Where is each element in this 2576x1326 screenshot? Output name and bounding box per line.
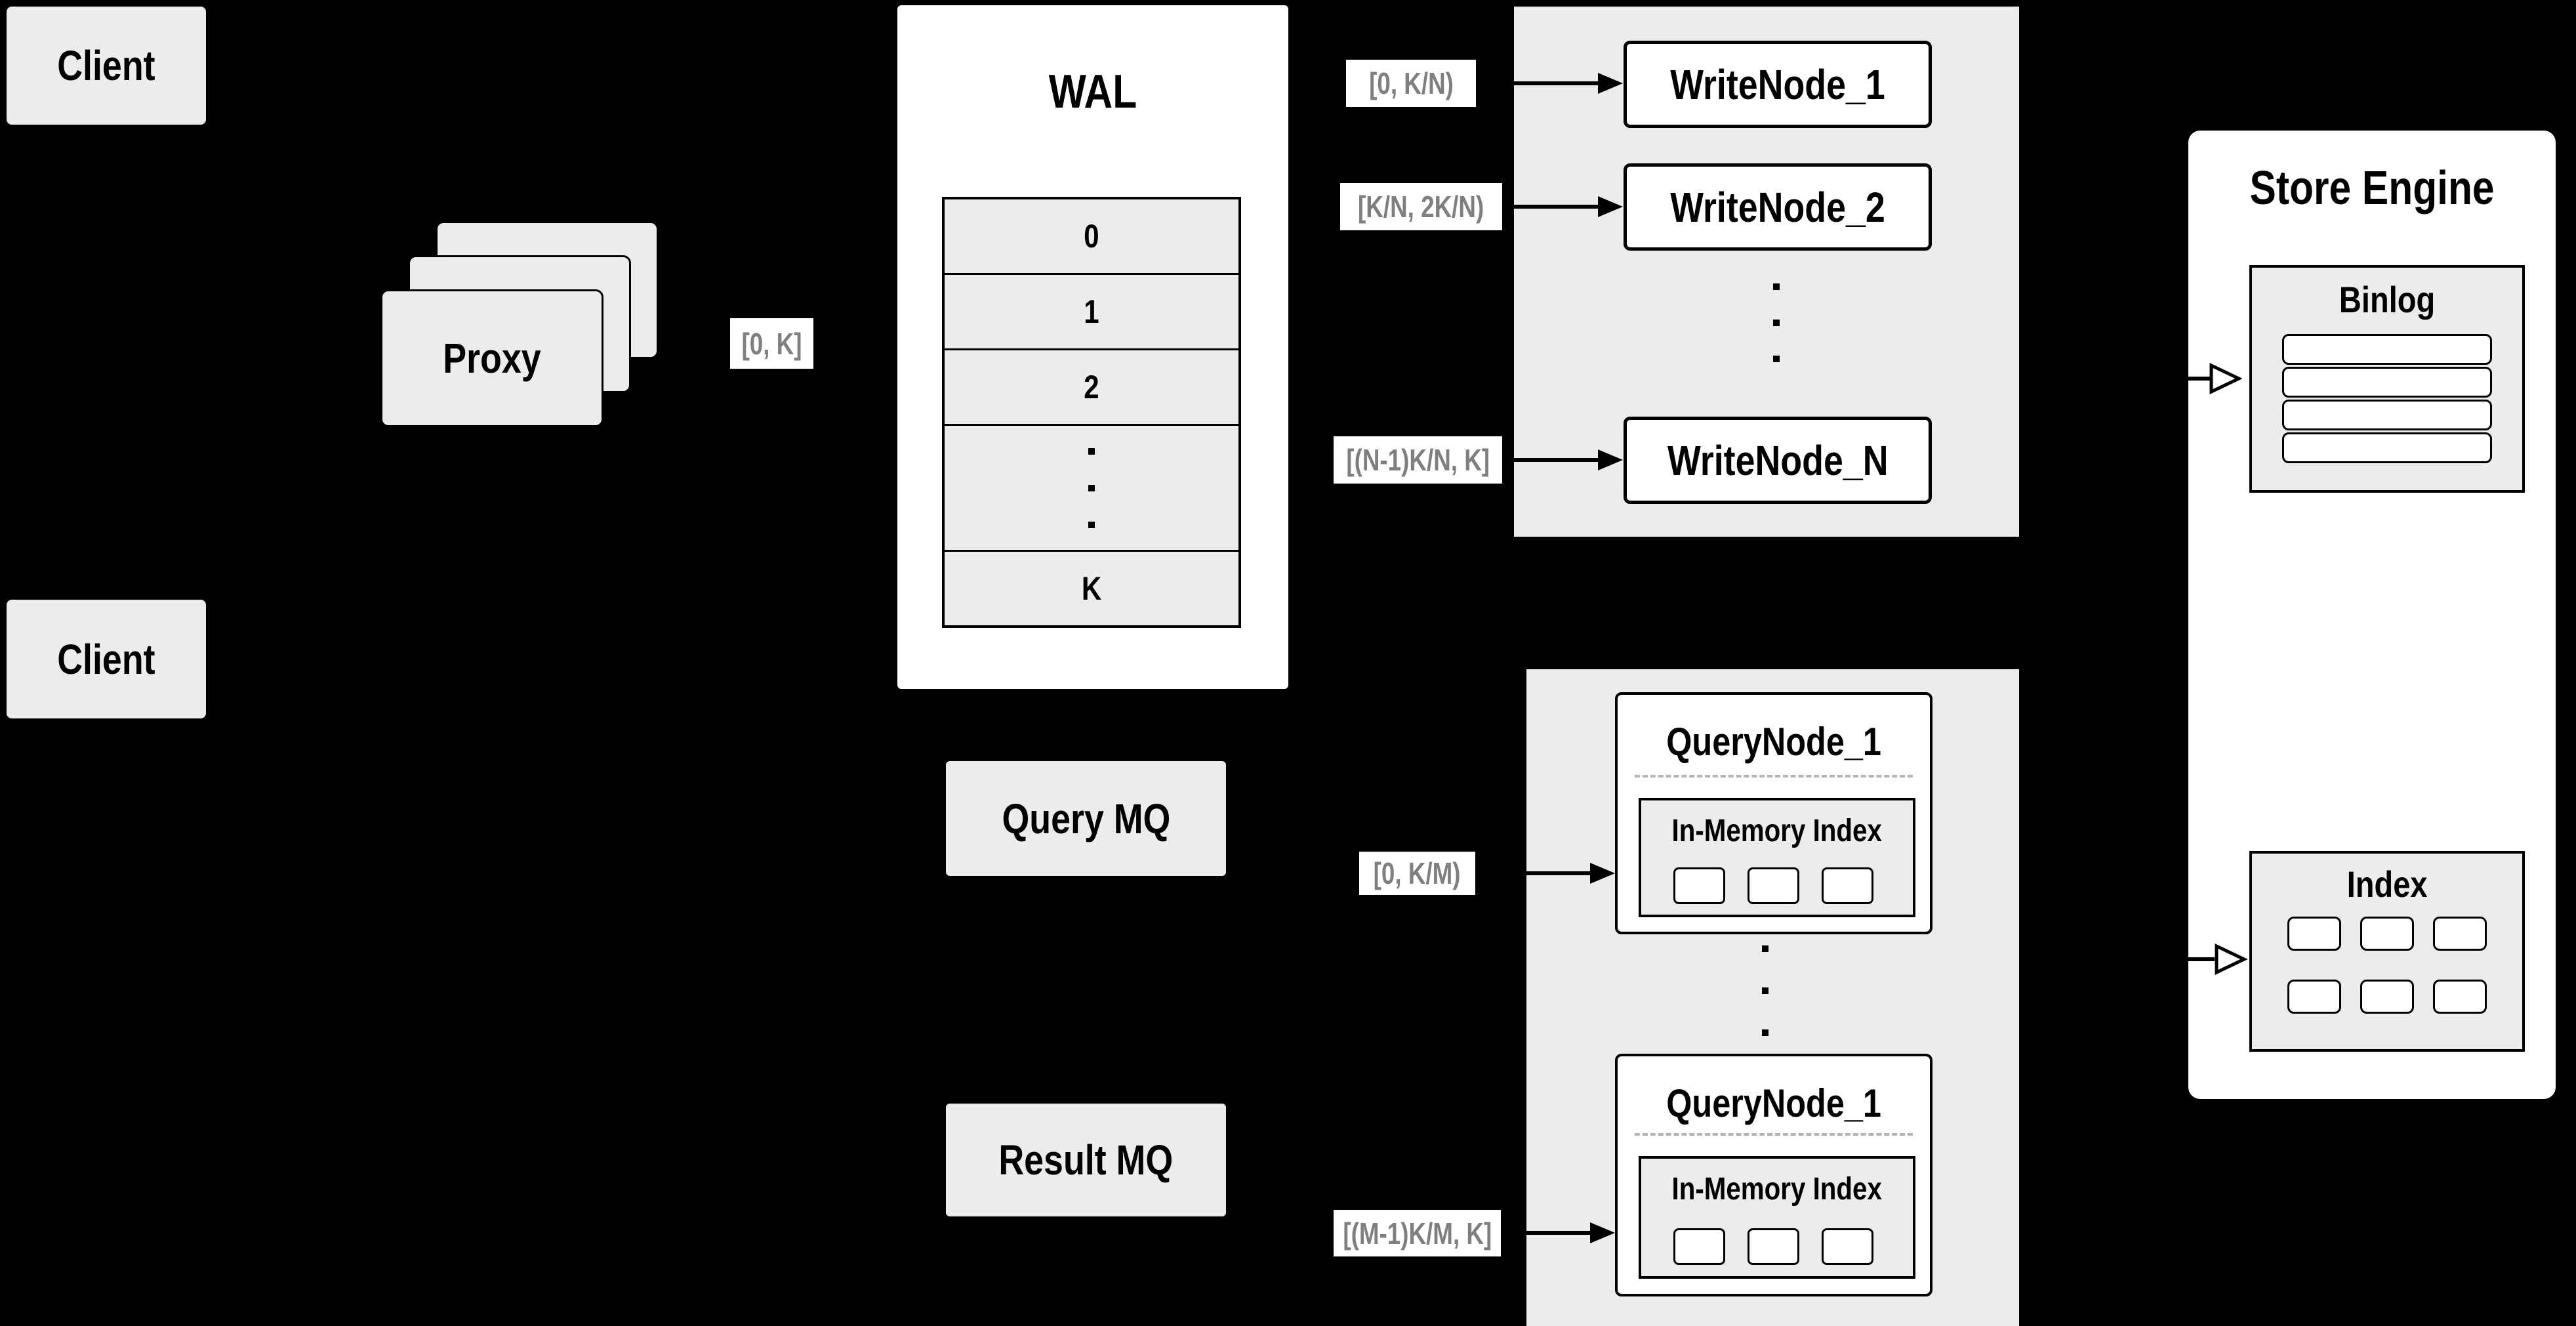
memory-segment bbox=[1673, 1228, 1725, 1265]
query-node-top-title: QueryNode_1 bbox=[1666, 719, 1881, 764]
query-ellipsis-dot bbox=[1762, 987, 1768, 994]
binlog-slot bbox=[2282, 432, 2492, 463]
query-node-top-separator bbox=[1635, 775, 1913, 777]
range-label-write-2: [K/N, 2K/N) bbox=[1340, 183, 1502, 230]
range-label-query-m: [(M-1)K/M, K] bbox=[1334, 1210, 1501, 1256]
arrow-write-1-shaft bbox=[1514, 81, 1599, 85]
arrow-write-2-shaft bbox=[1514, 205, 1599, 209]
arrow-query-1-head bbox=[1590, 863, 1615, 884]
in-memory-index-bottom: In-Memory Index bbox=[1639, 1156, 1915, 1279]
write-node-1: WriteNode_1 bbox=[1624, 41, 1932, 128]
client-top-label: Client bbox=[57, 42, 155, 89]
arrow-index-shaft bbox=[2188, 957, 2215, 961]
write-ellipsis-dot bbox=[1773, 283, 1780, 290]
wal-ellipsis-dot bbox=[1088, 447, 1095, 455]
query-node-bottom-separator bbox=[1635, 1133, 1913, 1136]
arrow-write-2-head bbox=[1598, 196, 1623, 217]
wal-ellipsis-dot bbox=[1088, 484, 1095, 491]
write-node-n: WriteNode_N bbox=[1624, 417, 1932, 504]
arrow-index-open-head bbox=[2215, 943, 2247, 975]
result-mq-box: Result MQ bbox=[946, 1104, 1226, 1216]
range-label-write-n: [(N-1)K/N, K] bbox=[1334, 436, 1502, 484]
arrow-binlog-open-head bbox=[2209, 363, 2242, 394]
store-engine-container: Store Engine Binlog Index bbox=[2188, 131, 2556, 1099]
wal-title: WAL bbox=[1048, 66, 1137, 118]
write-node-2: WriteNode_2 bbox=[1624, 163, 1932, 251]
index-cell bbox=[2360, 917, 2414, 951]
binlog-slot bbox=[2282, 400, 2492, 430]
proxy-label: Proxy bbox=[443, 335, 541, 382]
binlog-box: Binlog bbox=[2249, 265, 2525, 493]
arrow-binlog-shaft bbox=[2188, 377, 2212, 381]
binlog-slot bbox=[2282, 367, 2492, 398]
query-node-bottom-title: QueryNode_1 bbox=[1666, 1081, 1881, 1125]
wal-row-2: 2 bbox=[945, 348, 1238, 424]
arrow-query-m-head bbox=[1590, 1222, 1615, 1243]
arrow-write-1-head bbox=[1598, 73, 1623, 94]
index-cell bbox=[2360, 980, 2414, 1014]
arrow-query-1-shaft bbox=[1526, 871, 1591, 875]
index-cell bbox=[2287, 917, 2341, 951]
client-bottom-box: Client bbox=[7, 600, 206, 718]
binlog-title: Binlog bbox=[2339, 278, 2436, 320]
store-engine-title: Store Engine bbox=[2249, 162, 2495, 215]
query-ellipsis-dot bbox=[1762, 1029, 1768, 1036]
query-ellipsis-dot bbox=[1762, 945, 1768, 952]
query-node-top: QueryNode_1 In-Memory Index bbox=[1615, 692, 1932, 934]
memory-segment bbox=[1748, 1228, 1799, 1265]
wal-table: 0 1 2 K bbox=[942, 197, 1241, 628]
memory-segment bbox=[1748, 867, 1799, 904]
query-mq-box: Query MQ bbox=[946, 761, 1226, 876]
query-node-bottom: QueryNode_1 In-Memory Index bbox=[1615, 1054, 1932, 1296]
write-ellipsis-dot bbox=[1773, 320, 1780, 326]
arrow-write-n-shaft bbox=[1514, 458, 1599, 462]
memory-segment bbox=[1822, 1228, 1873, 1265]
memory-segment bbox=[1673, 867, 1725, 904]
in-memory-index-bottom-title: In-Memory Index bbox=[1671, 1171, 1883, 1207]
memory-segment bbox=[1822, 867, 1873, 904]
index-cell bbox=[2433, 980, 2487, 1014]
index-box: Index bbox=[2249, 851, 2525, 1052]
arrow-query-m-shaft bbox=[1526, 1231, 1591, 1235]
proxy-card-front: Proxy bbox=[380, 289, 603, 427]
index-cell bbox=[2287, 980, 2341, 1014]
in-memory-index-top-title: In-Memory Index bbox=[1671, 813, 1883, 848]
index-title: Index bbox=[2346, 863, 2428, 905]
wal-container: WAL 0 1 2 K bbox=[897, 5, 1288, 689]
range-label-write-1: [0, K/N) bbox=[1346, 60, 1476, 107]
wal-row-0: 0 bbox=[1084, 218, 1099, 255]
write-ellipsis-dot bbox=[1773, 356, 1780, 362]
wal-row-ellipsis bbox=[945, 424, 1238, 550]
index-cell bbox=[2433, 917, 2487, 951]
range-label-0-k: [0, K] bbox=[730, 318, 813, 369]
in-memory-index-top: In-Memory Index bbox=[1639, 798, 1915, 917]
wal-row-k: K bbox=[945, 550, 1238, 625]
range-label-query-1: [0, K/M) bbox=[1359, 852, 1475, 895]
client-top-box: Client bbox=[7, 7, 206, 125]
client-bottom-label: Client bbox=[57, 635, 155, 683]
arrow-write-n-head bbox=[1598, 449, 1623, 470]
binlog-slot bbox=[2282, 334, 2492, 365]
wal-row-1: 1 bbox=[945, 273, 1238, 348]
wal-ellipsis-dot bbox=[1088, 521, 1095, 528]
